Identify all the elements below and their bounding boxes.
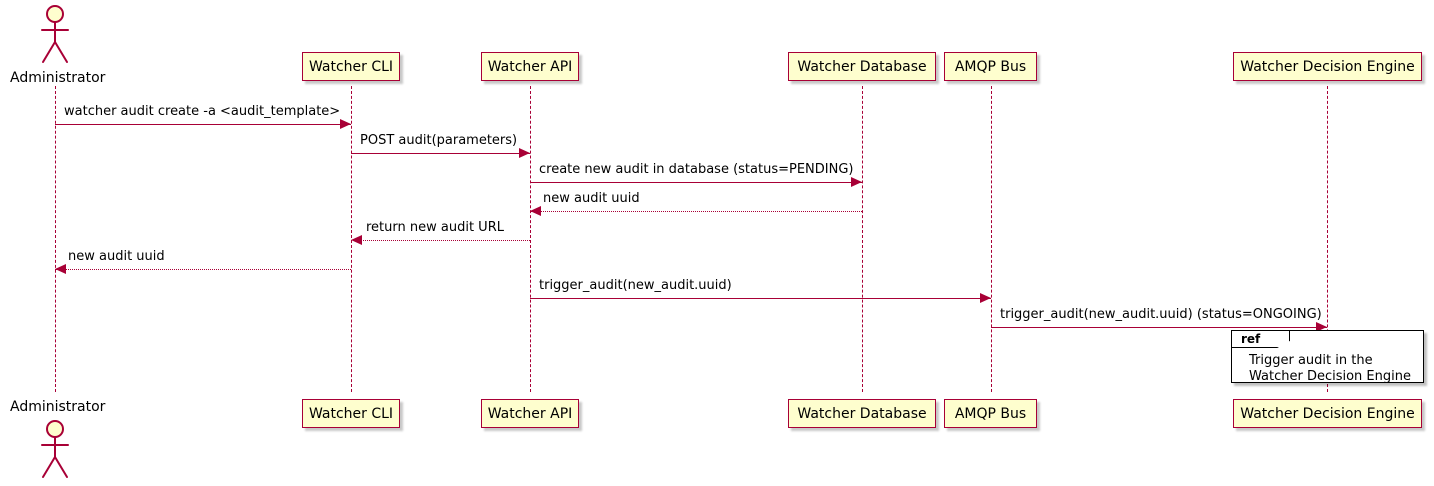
participant-box-top-decision-engine[interactable]: Watcher Decision Engine [1233, 52, 1422, 81]
message-line-m6 [55, 269, 351, 270]
participant-box-bottom-watcher-database[interactable]: Watcher Database [788, 399, 936, 428]
actor-figure-top-administrator [36, 4, 74, 64]
message-line-m4 [530, 211, 862, 212]
message-label-m2: POST audit(parameters) [360, 133, 518, 148]
participant-box-top-watcher-database[interactable]: Watcher Database [788, 52, 936, 81]
message-line-m7 [530, 298, 991, 299]
message-label-m3: create new audit in database (status=PEN… [539, 162, 854, 177]
participant-box-bottom-watcher-cli[interactable]: Watcher CLI [302, 399, 400, 428]
participant-box-bottom-amqp-bus[interactable]: AMQP Bus [944, 399, 1037, 428]
participant-box-bottom-watcher-api[interactable]: Watcher API [481, 399, 579, 428]
participant-box-top-watcher-api[interactable]: Watcher API [481, 52, 579, 81]
message-line-m5 [351, 240, 530, 241]
message-label-m1: watcher audit create -a <audit_template> [64, 104, 341, 119]
arrowhead-right-m7 [980, 293, 991, 303]
participant-label-top-administrator: Administrator [10, 70, 106, 86]
lifeline-amqp-bus [991, 86, 992, 392]
arrowhead-right-m3 [851, 177, 862, 187]
lifeline-decision-engine [1327, 86, 1328, 392]
arrowhead-left-m6 [55, 264, 66, 274]
ref-body-line: Trigger audit in the [1249, 353, 1373, 368]
message-label-m4: new audit uuid [543, 191, 640, 206]
message-line-m1 [55, 124, 351, 125]
message-label-m8: trigger_audit(new_audit.uuid) (status=ON… [1000, 307, 1322, 322]
actor-figure-bottom-administrator [36, 419, 74, 479]
lifeline-watcher-database [862, 86, 863, 392]
message-label-m5: return new audit URL [366, 220, 504, 235]
arrowhead-right-m1 [340, 119, 351, 129]
lifeline-administrator [55, 86, 56, 392]
message-label-m6: new audit uuid [68, 249, 165, 264]
message-label-m7: trigger_audit(new_audit.uuid) [539, 278, 732, 293]
ref-body-line: Watcher Decision Engine [1249, 369, 1411, 384]
message-line-m8 [991, 327, 1327, 328]
arrowhead-left-m4 [530, 206, 541, 216]
participant-box-top-watcher-cli[interactable]: Watcher CLI [302, 52, 400, 81]
ref-tab [1232, 331, 1290, 348]
lifeline-watcher-api [530, 86, 531, 392]
participant-label-bottom-administrator: Administrator [10, 399, 106, 415]
arrowhead-right-m8 [1316, 322, 1327, 332]
message-line-m3 [530, 182, 862, 183]
ref-tab-label: ref [1241, 332, 1261, 346]
participant-box-bottom-decision-engine[interactable]: Watcher Decision Engine [1233, 399, 1422, 428]
arrowhead-right-m2 [519, 148, 530, 158]
message-line-m2 [351, 153, 530, 154]
arrowhead-left-m5 [351, 235, 362, 245]
participant-box-top-amqp-bus[interactable]: AMQP Bus [944, 52, 1037, 81]
